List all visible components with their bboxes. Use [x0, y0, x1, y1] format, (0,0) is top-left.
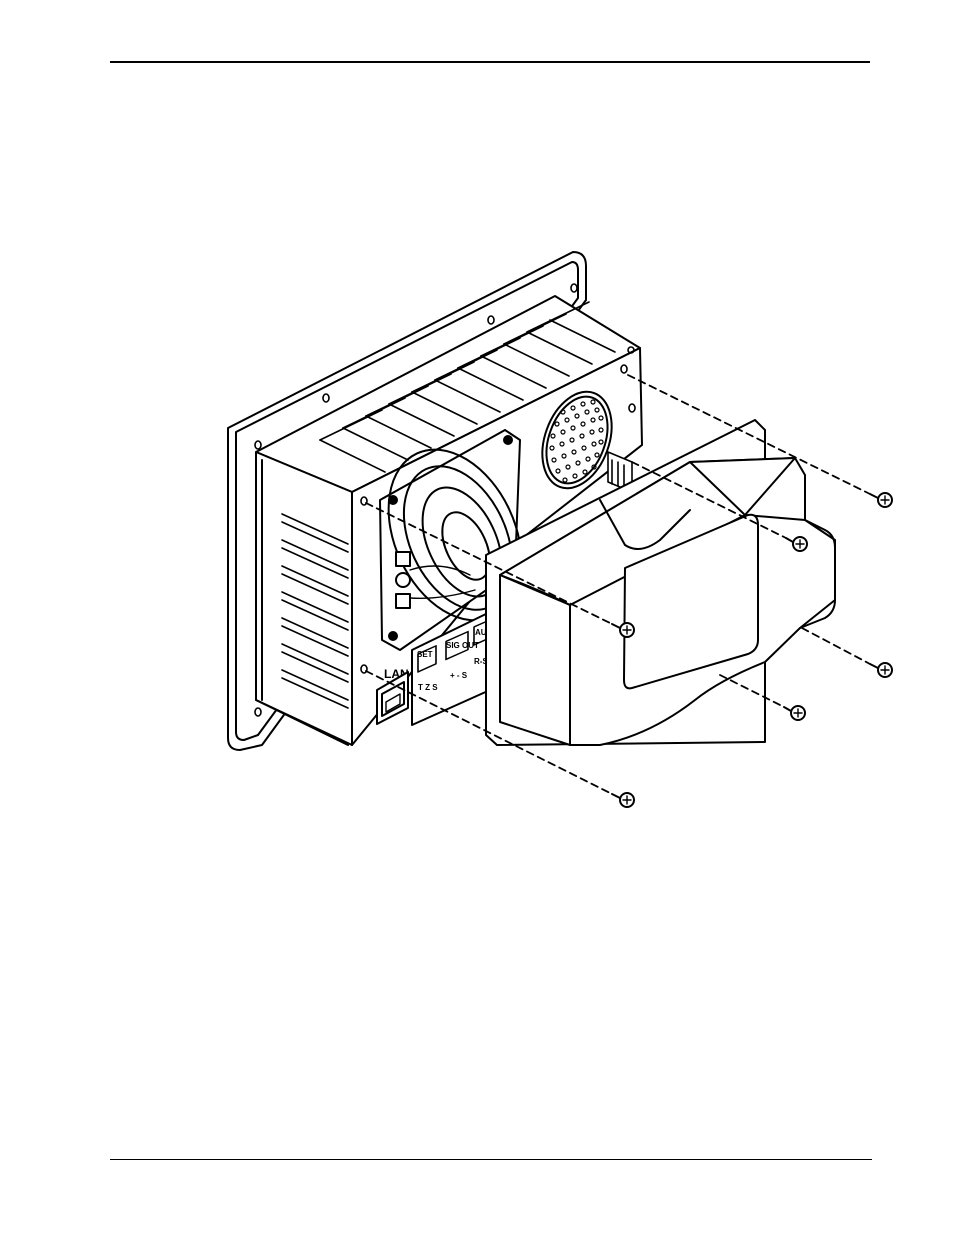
- connector-2-top-label: SIG OUT: [446, 641, 479, 650]
- connector-1-top-label: SET: [417, 650, 433, 659]
- footer-rule: [110, 1159, 872, 1160]
- connector-1-bottom-label: T Z S: [418, 683, 438, 692]
- screw-6: [612, 793, 634, 807]
- enclosure-cover-exploded-diagram: LAN SET T Z S SIG OUT + - S AU R-S: [220, 250, 900, 810]
- screw-5: [784, 706, 805, 720]
- connector-2-bottom-label: + - S: [450, 671, 468, 680]
- screw-1: [870, 493, 892, 507]
- header-rule: [110, 61, 870, 63]
- screw-4: [870, 663, 892, 677]
